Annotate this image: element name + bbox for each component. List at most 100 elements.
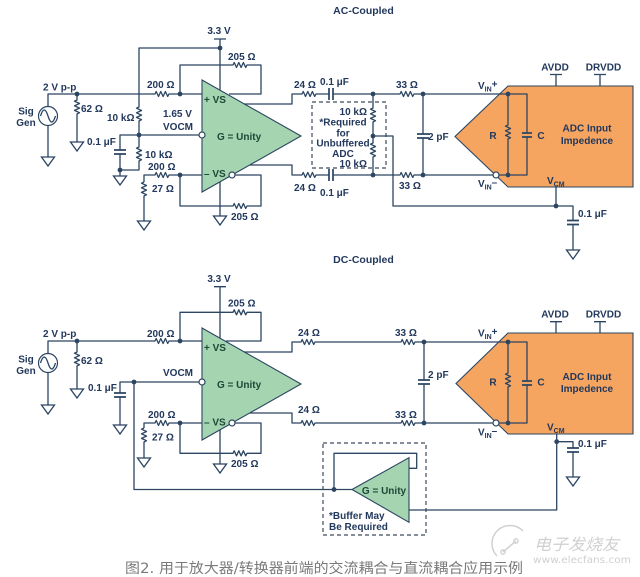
ac-c-coupling-pos-label: 0.1 μF xyxy=(320,77,349,88)
ac-adc-vin-pos-label: VIN+ xyxy=(478,80,498,94)
ac-vocm-r-top-label: 10 kΩ xyxy=(107,113,134,124)
dc-amp-gain-label: G = Unity xyxy=(217,380,262,391)
dc-r-out-neg-label: 24 Ω xyxy=(298,405,320,416)
ground-icon xyxy=(40,404,56,416)
dc-adc-block xyxy=(455,332,634,435)
junction-dot xyxy=(74,338,80,344)
dc-adc-drvdd-label: DRVDD xyxy=(586,310,621,321)
dc-buffer-feedback xyxy=(333,452,418,490)
vin-main: V xyxy=(478,329,485,340)
dc-adc-power-pins xyxy=(550,321,606,333)
dc-filter-capacitor xyxy=(418,379,430,385)
ac-vcm-capacitor xyxy=(567,219,579,226)
dc-buffer-note-1: *Buffer May xyxy=(329,511,385,522)
watermark-brand: 电子发烧友 xyxy=(534,535,621,554)
vin-sign: + xyxy=(492,327,498,338)
ac-r-filter-neg-label: 33 Ω xyxy=(399,181,421,192)
dc-r-in-neg-label: 200 Ω xyxy=(148,410,175,421)
ac-vcm-wire xyxy=(373,135,574,250)
dc-adc-vin-neg-pin xyxy=(492,419,500,427)
junction-dot xyxy=(217,45,223,51)
ac-bias-r-top-label: 10 kΩ xyxy=(340,107,367,118)
ac-r-ground-label: 27 Ω xyxy=(152,184,174,195)
dc-source-amplitude: 2 V p-p xyxy=(43,329,76,340)
dc-feedback-neg xyxy=(179,422,262,457)
dc-adc-title-2: Impedence xyxy=(561,384,614,395)
ac-coupled-title: AC-Coupled xyxy=(333,5,394,17)
ac-input-wire xyxy=(47,90,202,107)
figure-caption: 图2. 用于放大器/转换器前端的交流耦合与直流耦合应用示例 xyxy=(125,560,523,577)
ac-input-neg xyxy=(143,171,202,182)
junction-dot xyxy=(505,172,511,178)
ac-coupling-capacitor-neg xyxy=(328,169,334,181)
junction-dot xyxy=(554,439,560,445)
ac-amp-neg-output-pin xyxy=(228,171,236,179)
dc-r-termination-label: 62 Ω xyxy=(81,356,103,367)
ac-vocm-cap-label: 0.1 μF xyxy=(87,137,116,148)
dc-coupled-circuit: DC-Coupled xyxy=(16,254,634,536)
dc-adc-vin-neg-label: VIN– xyxy=(478,426,498,440)
dc-vcm-buffer xyxy=(350,456,410,524)
ac-supply-label: 3.3 V xyxy=(207,26,231,37)
dc-vocm-cap-label: 0.1 μF xyxy=(88,383,117,394)
ac-c-filter-label: 2 pF xyxy=(428,132,449,143)
junction-dot xyxy=(177,338,183,344)
dc-amp-pos-supply-label: + VS xyxy=(204,343,226,354)
ac-bias-r-bottom-label: 10 kΩ xyxy=(340,159,367,170)
ac-r-out-pos-label: 24 Ω xyxy=(294,80,316,91)
junction-dot xyxy=(331,487,337,492)
dc-termination-resistor xyxy=(73,341,81,389)
dc-vocm-pin xyxy=(198,378,206,386)
dc-adc-vcm-label: VCM xyxy=(547,423,565,436)
ac-adc-r-label: R xyxy=(489,131,497,142)
junction-dot xyxy=(370,91,376,97)
ac-vocm-capacitor xyxy=(114,149,126,155)
dc-r-feedback-pos-label: 205 Ω xyxy=(228,299,255,310)
vcm-sub: CM xyxy=(554,182,565,189)
ground-icon xyxy=(112,424,128,436)
dc-vcm-wire xyxy=(409,434,574,511)
junction-dot xyxy=(420,172,426,178)
ac-r-filter-pos-label: 33 Ω xyxy=(396,80,418,91)
ac-source-amplitude: 2 V p-p xyxy=(43,83,76,94)
ac-adc-title-2: Impedence xyxy=(561,136,614,147)
ground-icon xyxy=(40,156,56,168)
ac-amp-gain-label: G = Unity xyxy=(217,132,262,143)
dc-buffer-gain-label: G = Unity xyxy=(362,486,407,497)
junction-dot xyxy=(131,379,137,385)
ac-c-vcm-label: 0.1 μF xyxy=(578,209,607,220)
junction-dot xyxy=(421,339,427,345)
dc-r-in-pos-label: 200 Ω xyxy=(147,329,174,340)
ac-source-label-1: Sig xyxy=(18,107,34,118)
vin-sub: IN xyxy=(485,433,492,440)
ac-amp-pos-supply-label: + VS xyxy=(204,95,226,106)
dc-adc-r-label: R xyxy=(489,378,497,389)
ground-icon xyxy=(112,175,128,187)
ac-termination-resistor xyxy=(73,94,81,142)
ground-icon xyxy=(212,215,228,227)
dc-vcm-capacitor xyxy=(567,447,579,453)
ac-bias-resistors xyxy=(369,94,377,175)
watermark-logo-node xyxy=(500,549,506,555)
dc-source-label-1: Sig xyxy=(18,355,34,366)
ac-source-label-2: Gen xyxy=(16,118,35,129)
ground-icon xyxy=(136,457,152,469)
dc-c-vcm-label: 0.1 μF xyxy=(578,439,607,450)
ac-adc-drvdd-label: DRVDD xyxy=(586,63,621,74)
vcm-main: V xyxy=(547,423,554,434)
dc-r-feedback-neg-label: 205 Ω xyxy=(231,459,258,470)
junction-dot xyxy=(177,91,183,97)
junction-dot xyxy=(177,172,183,178)
ac-c-coupling-neg-label: 0.1 μF xyxy=(320,188,349,199)
ground-icon xyxy=(565,249,581,261)
ac-r-termination-label: 62 Ω xyxy=(81,104,103,115)
ground-icon xyxy=(565,476,581,488)
watermark-url: www.elecfans.com xyxy=(533,555,631,566)
vin-sub: IN xyxy=(485,87,492,94)
junction-dot xyxy=(74,91,80,97)
dc-vocm-wire xyxy=(119,381,199,425)
junction-dot xyxy=(505,91,511,97)
ac-adc-avdd-label: AVDD xyxy=(541,63,569,74)
ac-adc-resistor-r xyxy=(504,94,512,175)
dc-r-filter-neg-label: 33 Ω xyxy=(395,410,417,421)
